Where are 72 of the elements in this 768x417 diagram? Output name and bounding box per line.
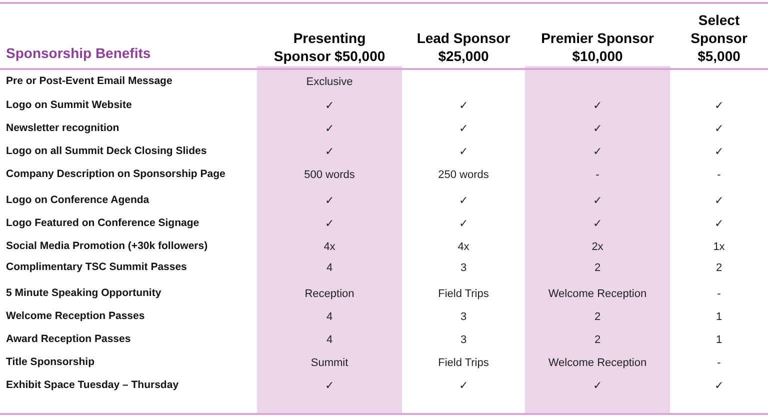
benefit-label: Logo Featured on Conference Signage <box>5 216 200 231</box>
benefit-label: Newsletter recognition <box>5 121 120 136</box>
column-header: Lead Sponsor $25,000 <box>416 29 512 66</box>
benefit-value: Field Trips <box>438 287 489 302</box>
benefit-value: 500 words <box>304 168 355 183</box>
benefit-value: ✓ <box>459 194 468 209</box>
benefit-value: Welcome Reception <box>548 356 647 371</box>
benefit-value: 4x <box>324 240 336 255</box>
benefit-value: 3 <box>460 310 467 325</box>
benefit-value: ✓ <box>593 99 602 114</box>
benefit-label: Pre or Post-Event Email Message <box>5 74 172 89</box>
benefit-value: ✓ <box>459 379 468 394</box>
benefit-value: ✓ <box>593 217 602 232</box>
benefit-label: Exhibit Space Tuesday – Thursday <box>5 378 179 393</box>
benefit-label: Logo on all Summit Deck Closing Slides <box>5 144 207 159</box>
benefit-value: Summit <box>310 356 348 371</box>
benefit-value: ✓ <box>714 99 724 114</box>
benefit-label: Company Description on Sponsorship Page <box>5 167 226 182</box>
column-header: Premier Sponsor $10,000 <box>540 29 655 66</box>
benefit-value: ✓ <box>325 194 334 209</box>
benefit-value: 1 <box>716 333 722 348</box>
benefit-value: ✓ <box>459 99 468 114</box>
column-header: Sponsorship Benefits <box>5 44 151 63</box>
benefit-label: Complimentary TSC Summit Passes <box>5 260 187 275</box>
benefit-value: ✓ <box>459 145 468 160</box>
benefit-value: ✓ <box>593 145 602 160</box>
benefit-value: ✓ <box>714 194 724 209</box>
benefit-value: 3 <box>460 333 467 348</box>
benefit-value: Welcome Reception <box>548 287 647 302</box>
benefit-value: 2 <box>594 261 601 276</box>
benefit-value: 3 <box>460 261 467 276</box>
column-header: Select Sponsor $5,000 <box>690 11 748 66</box>
benefit-value: ✓ <box>714 145 724 160</box>
benefit-value: 1x <box>713 240 725 255</box>
benefit-value: Reception <box>304 287 354 302</box>
benefit-value: ✓ <box>459 217 468 232</box>
benefit-value: Field Trips <box>438 356 489 371</box>
benefit-label: Social Media Promotion (+30k followers) <box>5 239 208 254</box>
benefit-label: 5 Minute Speaking Opportunity <box>5 286 162 301</box>
benefit-value: ✓ <box>459 122 468 137</box>
benefit-value: - <box>717 356 721 371</box>
benefit-value: ✓ <box>714 217 724 232</box>
benefit-value: ✓ <box>325 99 334 114</box>
benefit-value: 4 <box>326 333 333 348</box>
benefit-value: ✓ <box>593 379 602 394</box>
benefit-value: ✓ <box>714 122 724 137</box>
benefit-value: ✓ <box>325 379 334 394</box>
benefit-value: 4x <box>458 240 470 255</box>
column-header: Presenting Sponsor $50,000 <box>272 29 386 66</box>
benefit-value: ✓ <box>714 379 724 394</box>
benefit-label: Welcome Reception Passes <box>5 309 145 324</box>
benefit-value: 250 words <box>438 168 489 183</box>
benefit-value: ✓ <box>325 122 334 137</box>
benefit-value: 2x <box>592 240 604 255</box>
benefit-value: ✓ <box>325 217 334 232</box>
benefit-value: - <box>717 287 721 302</box>
benefit-value: 2 <box>716 261 722 276</box>
benefit-value: 4 <box>326 261 333 276</box>
benefit-label: Logo on Summit Website <box>5 98 132 113</box>
benefit-value: 1 <box>716 310 722 325</box>
benefit-value: ✓ <box>325 145 334 160</box>
benefit-value: Exclusive <box>306 75 353 90</box>
benefit-value: 2 <box>594 310 601 325</box>
benefit-value: ✓ <box>593 194 602 209</box>
benefit-value: - <box>596 168 600 183</box>
benefit-label: Award Reception Passes <box>5 332 131 347</box>
benefit-value: 4 <box>326 310 333 325</box>
benefit-value: 2 <box>594 333 601 348</box>
benefit-value: ✓ <box>593 122 602 137</box>
benefit-value: - <box>717 168 721 183</box>
benefit-label: Logo on Conference Agenda <box>5 193 150 208</box>
benefit-label: Title Sponsorship <box>5 355 94 370</box>
